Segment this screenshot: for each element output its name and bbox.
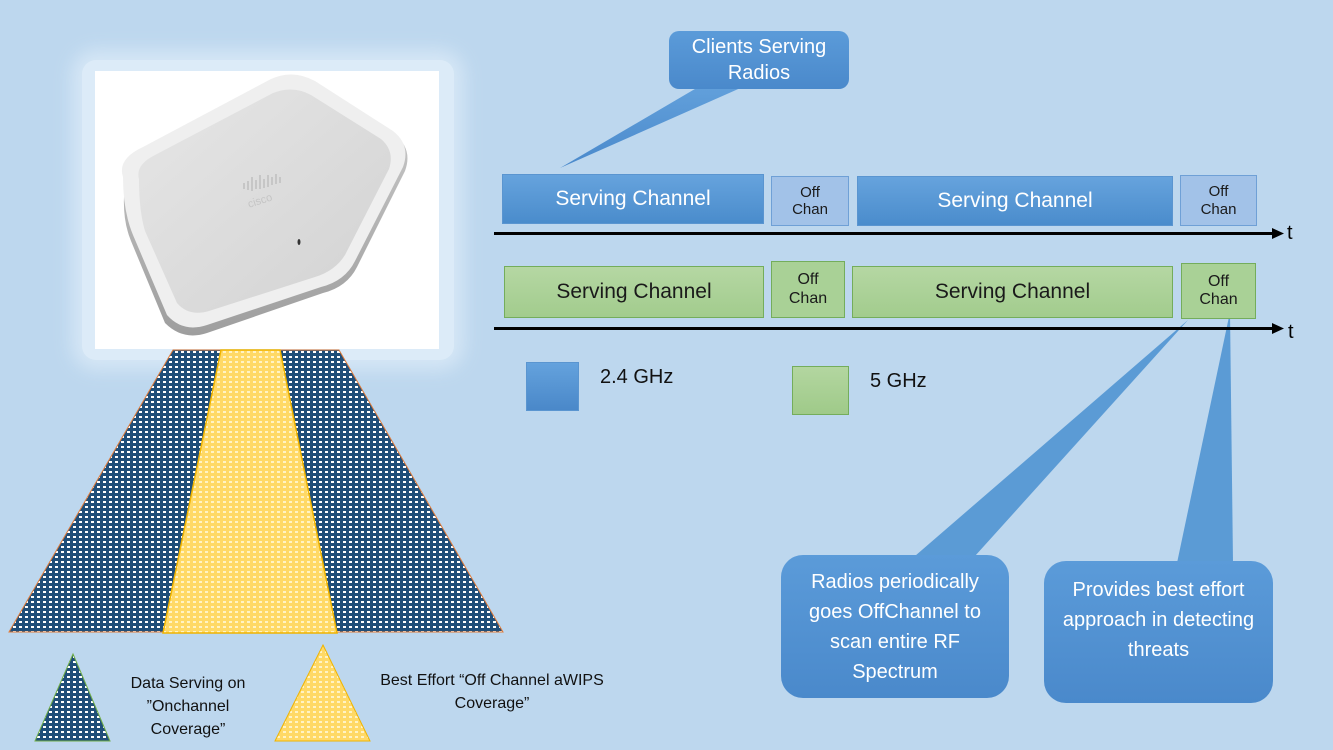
timeline-5ghz-offchan-2: Off Chan <box>1181 263 1256 319</box>
timeline-2-4ghz-axis <box>494 232 1274 235</box>
segment-label: Serving Channel <box>937 188 1093 212</box>
segment-label: Chan <box>788 289 828 307</box>
onchannel-legend-triangle <box>34 652 111 742</box>
timeline-2-4ghz-axis-label: t <box>1287 222 1293 244</box>
periodic-offchannel-callout: Radios periodically goes OffChannel to s… <box>781 555 1009 698</box>
best-effort-callout-text: Provides best effort approach in detecti… <box>1062 579 1255 661</box>
timeline-5ghz-axis-label: t <box>1288 321 1294 343</box>
access-point-icon: cisco <box>121 74 408 336</box>
legend-swatch-5ghz <box>792 366 849 415</box>
best-effort-callout-tail <box>1177 312 1233 563</box>
clients-callout-tail <box>560 86 745 168</box>
caption-line: Coverage” <box>150 721 226 739</box>
timeline-2-4ghz-serving-2: Serving Channel <box>857 176 1173 226</box>
segment-label: Off <box>800 183 820 201</box>
segment-label: Chan <box>1199 291 1238 308</box>
segment-label: Off <box>797 271 819 289</box>
timeline-2-4ghz-serving-1: Serving Channel <box>502 174 764 224</box>
onchannel-coverage-caption: Data Serving on ”Onchannel Coverage” <box>118 672 258 742</box>
clients-serving-callout: Clients Serving Radios <box>669 31 849 89</box>
legend-label-5ghz: 5 GHz <box>870 370 927 392</box>
timeline-5ghz-serving-2: Serving Channel <box>852 266 1173 318</box>
segment-label: Chan <box>1200 200 1237 218</box>
caption-line: ”Onchannel <box>146 698 230 716</box>
timeline-5ghz-serving-1: Serving Channel <box>504 266 764 318</box>
offchannel-legend-triangle <box>274 643 371 742</box>
segment-label: Off <box>1207 272 1230 290</box>
arrow-right-icon <box>1272 323 1284 334</box>
clients-serving-callout-text: Clients Serving Radios <box>691 36 827 84</box>
timeline-2-4ghz-offchan-1: Off Chan <box>771 176 849 226</box>
timeline-5ghz-axis <box>494 327 1274 330</box>
offchannel-coverage-area <box>162 349 338 634</box>
legend-swatch-2-4ghz <box>526 362 579 411</box>
caption-line: Best Effort “Off Channel aWIPS <box>380 672 604 689</box>
periodic-offchannel-callout-text: Radios periodically goes OffChannel to s… <box>809 570 981 683</box>
segment-label: Serving Channel <box>934 279 1091 303</box>
segment-label: Chan <box>792 201 828 218</box>
segment-label: Serving Channel <box>555 186 711 210</box>
periodic-callout-tail <box>915 320 1188 556</box>
cisco-logo-icon <box>243 174 281 191</box>
segment-label: Serving Channel <box>556 279 712 303</box>
arrow-right-icon <box>1272 228 1284 239</box>
segment-label: Off <box>1208 183 1229 201</box>
best-effort-callout: Provides best effort approach in detecti… <box>1044 561 1273 703</box>
offchannel-coverage-caption: Best Effort “Off Channel aWIPS Coverage” <box>362 669 622 715</box>
caption-line: Data Serving on <box>130 675 246 692</box>
timeline-2-4ghz-offchan-2: Off Chan <box>1180 175 1257 226</box>
access-point-photo: cisco <box>95 71 439 349</box>
timeline-5ghz-offchan-1: Off Chan <box>771 261 845 318</box>
legend-label-2-4ghz: 2.4 GHz <box>600 366 674 388</box>
caption-line: Coverage” <box>454 695 530 713</box>
